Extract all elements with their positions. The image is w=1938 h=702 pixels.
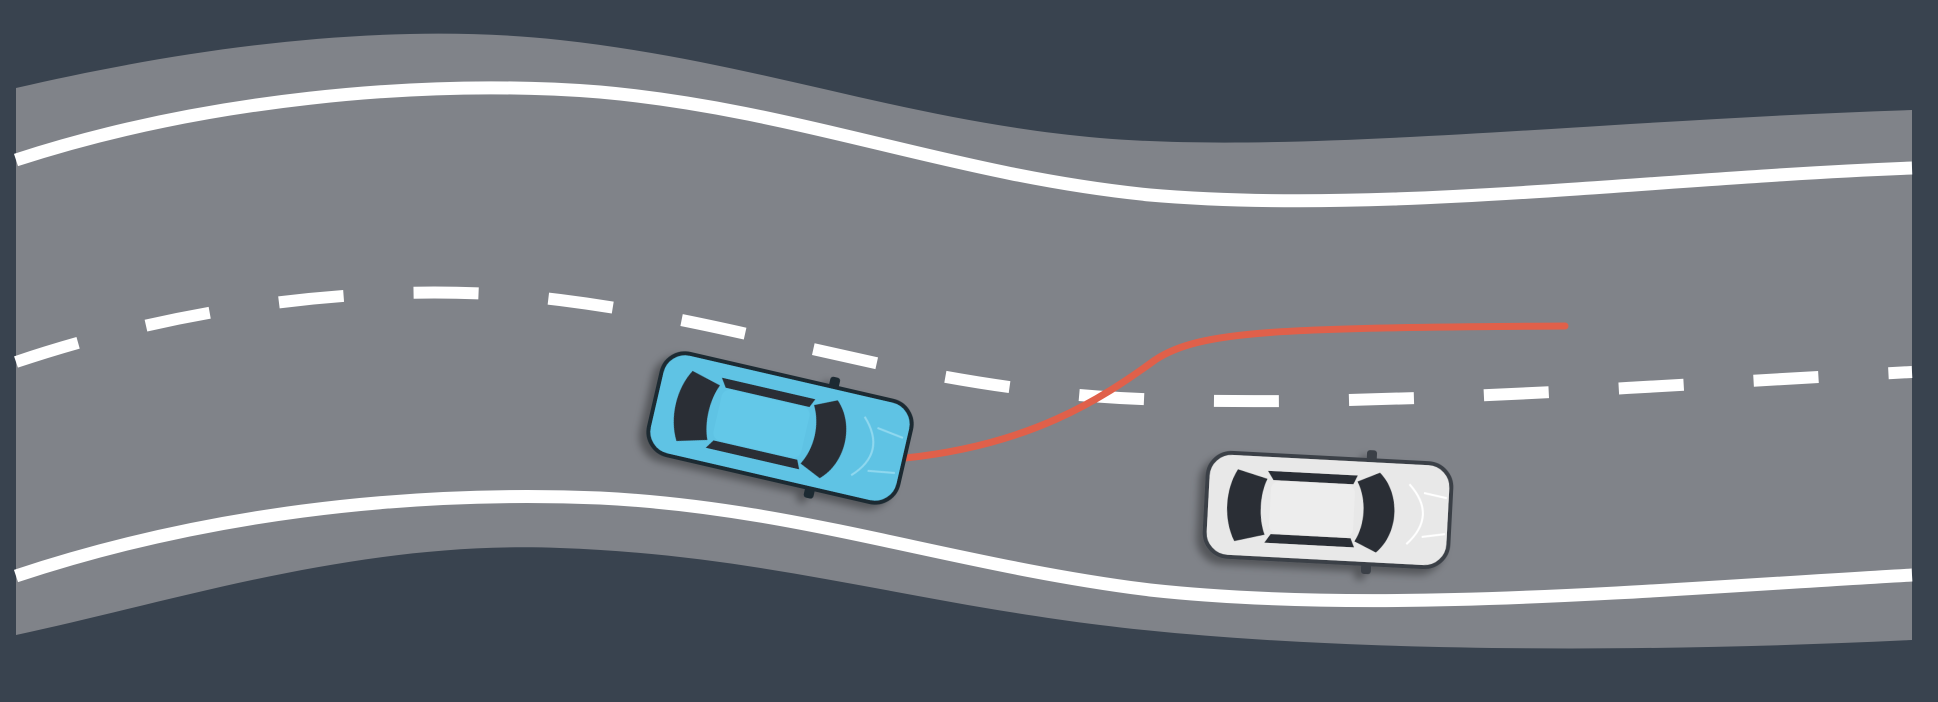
- solid-edge-line-top: [13, 81, 1913, 208]
- ego-car-blue: [646, 351, 914, 505]
- planned-path-curve: [901, 322, 1569, 462]
- dashed-center-line: [14, 286, 1913, 408]
- solid-edge-line-bottom: [13, 490, 1913, 608]
- other-car-white: [1202, 450, 1454, 575]
